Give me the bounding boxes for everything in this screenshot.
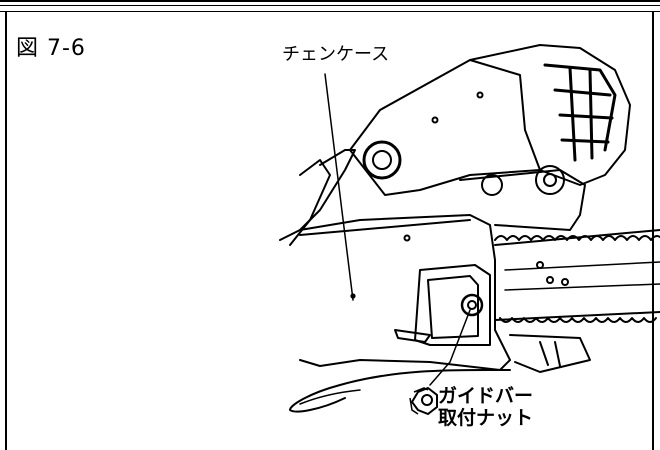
leader-bar-nut [429, 309, 471, 386]
guide-bar-bottom [494, 311, 660, 321]
chain-case [279, 214, 511, 371]
leader-chain-case [324, 73, 354, 301]
rear-handle-housing [349, 44, 631, 196]
bar-nut [460, 293, 484, 317]
saw-chain-bottom [499, 317, 657, 323]
chain-case-label: チェンケース [282, 44, 390, 65]
guide-bar-nut-label: ガイドバー 取付ナット [438, 385, 533, 429]
front-guard [299, 149, 356, 231]
guide-bar-nut-label-line2: 取付ナット [438, 407, 534, 429]
top-rule [0, 0, 660, 12]
front-knob [362, 140, 402, 180]
front-handle-bar [289, 368, 511, 413]
guide-bar-nut-label-line1: ガイドバー [438, 385, 534, 407]
figure-label: 図 7-6 [16, 36, 86, 61]
nut-icon [409, 386, 438, 416]
left-rule [5, 12, 7, 450]
saw-chain-top [494, 235, 660, 241]
vent-grille [543, 63, 617, 162]
